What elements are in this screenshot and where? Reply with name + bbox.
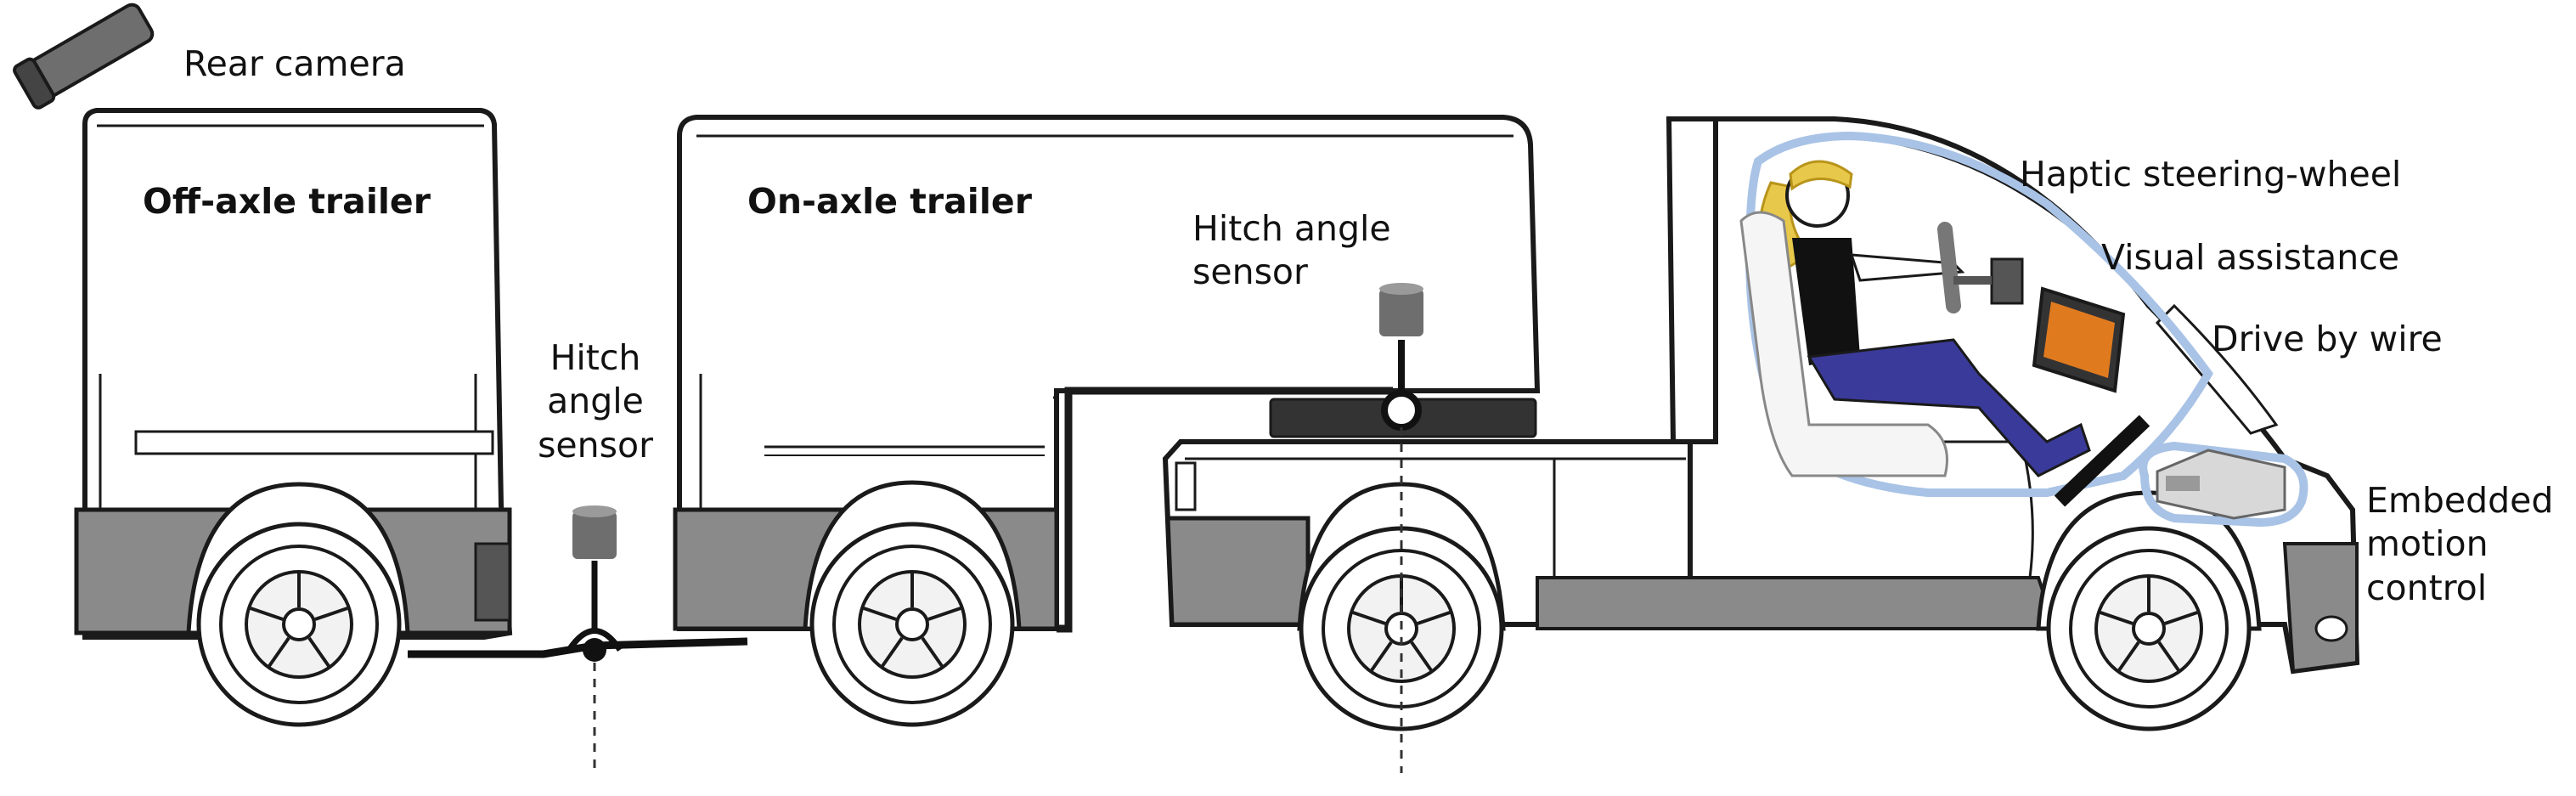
- embedded-line-2: motion: [2366, 523, 2489, 565]
- rear-camera-icon: [13, 3, 155, 110]
- embedded-motion-control-label: Embedded motion control: [2366, 479, 2553, 610]
- off-axle-trailer: [74, 108, 513, 725]
- hitch-angle-sensor-left-label: Hitch angle sensor: [532, 336, 659, 467]
- embedded-line-3: control: [2366, 567, 2488, 608]
- hitch-right-line-2: sensor: [1192, 251, 1308, 293]
- drive-by-wire-bar: [2054, 415, 2150, 507]
- hitch-right-line-1: Hitch angle: [1192, 208, 1391, 249]
- hitch-angle-sensor-right-label: Hitch angle sensor: [1192, 207, 1391, 295]
- driver-figure: [1739, 160, 2091, 477]
- haptic-steering-wheel-label: Haptic steering-wheel: [2020, 154, 2402, 195]
- on-axle-trailer: [673, 115, 1541, 725]
- embedded-motion-control-icon: [2139, 441, 2308, 528]
- off-axle-trailer-label: Off-axle trailer: [143, 181, 431, 222]
- on-axle-trailer-label: On-axle trailer: [747, 181, 1032, 222]
- visual-assistance-screen-icon: [2032, 286, 2126, 393]
- hitch-angle-sensor-left-icon: [572, 505, 617, 559]
- rear-camera-label: Rear camera: [183, 43, 406, 84]
- visual-assistance-label: Visual assistance: [2101, 237, 2399, 278]
- haptic-steering-wheel-icon: [1937, 222, 2024, 313]
- hitch-left-line-1: Hitch: [550, 337, 641, 378]
- hitch-left-line-2: angle: [547, 381, 644, 422]
- embedded-line-1: Embedded: [2366, 480, 2554, 521]
- drive-by-wire-label: Drive by wire: [2212, 319, 2443, 359]
- hitch-left-line-3: sensor: [538, 424, 653, 466]
